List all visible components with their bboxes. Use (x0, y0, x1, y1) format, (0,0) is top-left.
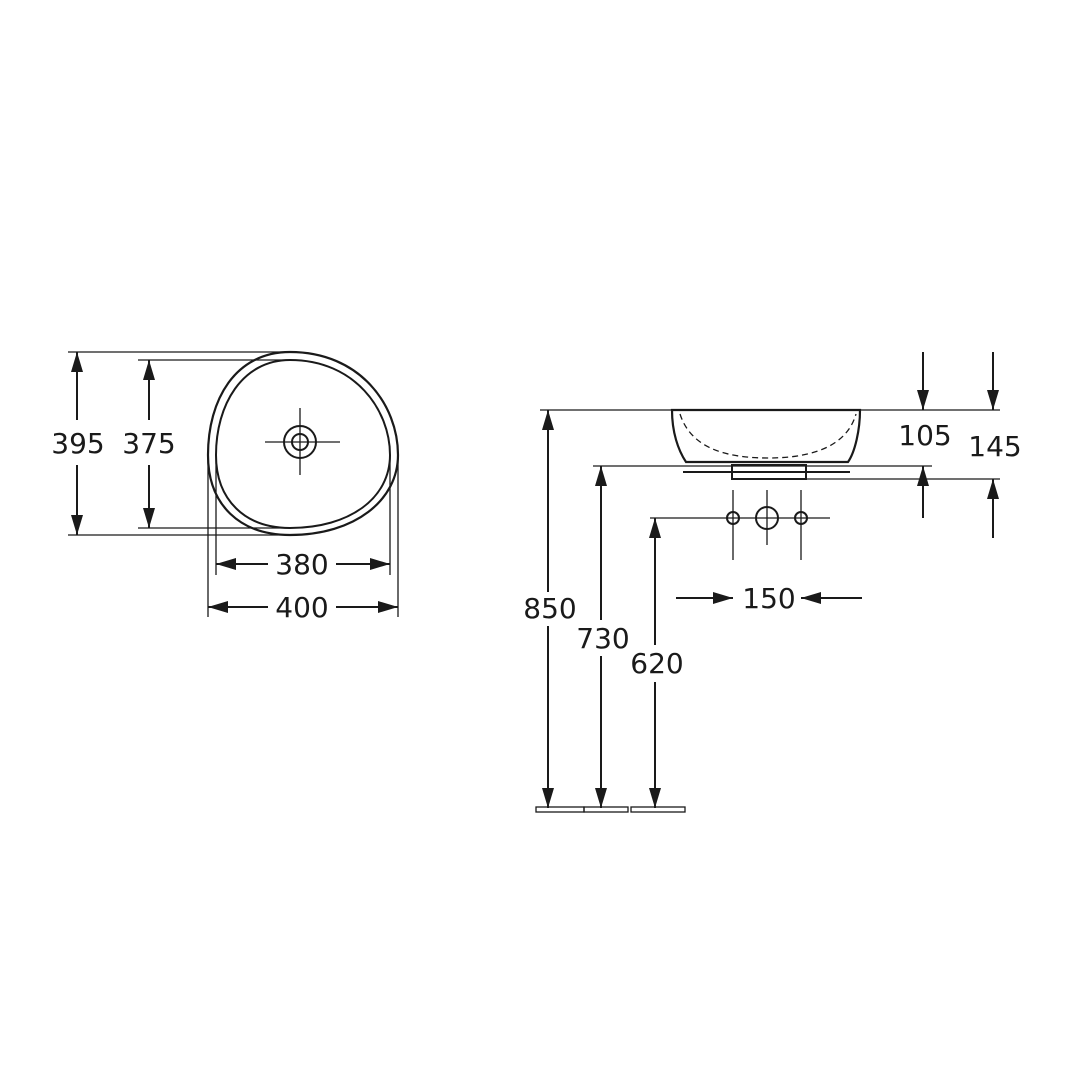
dim-395: 395 (51, 352, 105, 535)
top-view: 395 375 380 400 (51, 350, 400, 624)
dim-105: 105 (898, 352, 952, 518)
dim-label-basin-height: 105 (898, 419, 951, 452)
dim-label-inner-depth: 375 (122, 427, 175, 460)
tap-holes (712, 490, 830, 560)
dim-label-outer-depth: 395 (51, 427, 104, 460)
side-view: 150 850 730 620 (523, 352, 1022, 813)
dim-850: 850 (523, 410, 577, 808)
dim-label-inner-width: 380 (275, 548, 328, 581)
dim-label-total-height: 145 (968, 430, 1021, 463)
dim-label-overall-height: 850 (523, 592, 576, 625)
dim-380: 380 (216, 548, 390, 581)
dim-label-connection-height: 620 (630, 647, 683, 680)
dim-730: 730 (576, 466, 630, 808)
dim-label-tap-spacing: 150 (742, 582, 795, 615)
floor-marks (535, 806, 686, 813)
dim-label-rim-to-floor: 730 (576, 622, 629, 655)
dim-400: 400 (208, 591, 398, 624)
dim-620: 620 (630, 518, 684, 808)
basin-inner-outline (214, 358, 392, 530)
dim-145: 145 (968, 352, 1022, 538)
dim-label-outer-width: 400 (275, 591, 328, 624)
dim-375: 375 (122, 360, 176, 528)
basin-side-outline (670, 408, 862, 464)
basin-outer-outline (206, 350, 400, 537)
basin-bowl-hidden-line (679, 413, 857, 459)
dim-150: 150 (676, 582, 862, 615)
